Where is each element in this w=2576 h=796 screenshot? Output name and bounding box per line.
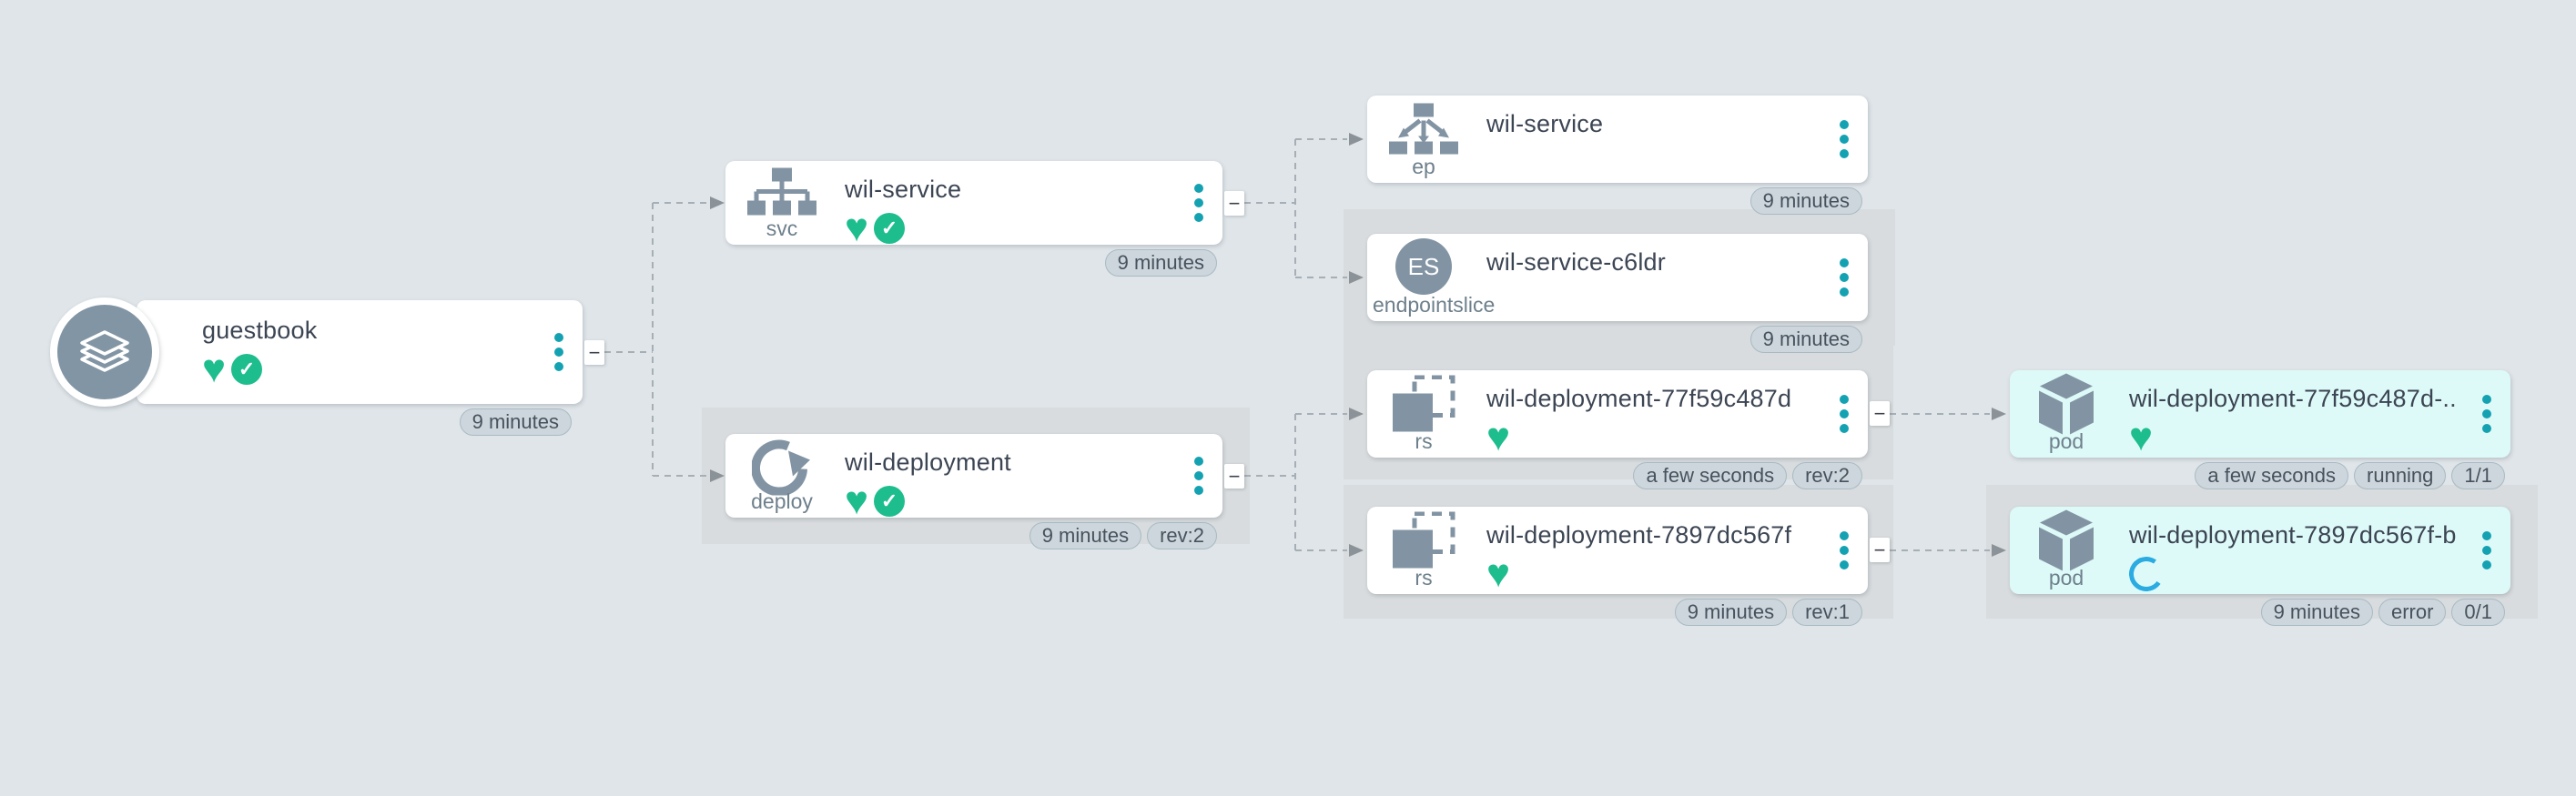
node-menu-button[interactable] — [548, 329, 570, 375]
node-title: wil-deployment-7897dc567f-b... — [2129, 521, 2456, 549]
age-badge: a few seconds — [1633, 462, 1788, 489]
age-badge: 9 minutes — [1104, 249, 1217, 277]
node-kind-label: rs — [1415, 566, 1433, 589]
node-kind-label: pod — [2048, 429, 2084, 453]
application-icon — [50, 297, 159, 407]
node-endpointslice-wil-service-c6ldr[interactable]: ES endpointslice wil-service-c6ldr 9 min… — [1367, 234, 1868, 353]
node-deploy-wil-deployment[interactable]: deploy wil-deployment ♥ ✓ 9 minutes rev:… — [725, 434, 1222, 549]
collapse-button[interactable]: − — [1870, 538, 1890, 562]
node-menu-button[interactable] — [1188, 180, 1210, 226]
node-title: wil-service-c6ldr — [1486, 248, 1666, 276]
collapse-button[interactable]: − — [1224, 464, 1244, 489]
node-kind-label: endpointslice — [1373, 293, 1496, 317]
age-badge: 9 minutes — [2260, 599, 2373, 626]
revision-badge: rev:1 — [1792, 599, 1862, 626]
node-menu-button[interactable] — [1833, 255, 1855, 300]
node-menu-button[interactable] — [1833, 116, 1855, 162]
node-pod-wil-deployment-7897dc567f[interactable]: pod wil-deployment-7897dc567f-b... 9 min… — [2010, 507, 2510, 626]
node-ep-wil-service[interactable]: ep wil-service 9 minutes — [1367, 96, 1868, 215]
replicaset-icon — [1393, 375, 1455, 432]
age-badge: 9 minutes — [1749, 326, 1862, 353]
healthy-heart-icon: ♥ — [845, 206, 869, 250]
node-menu-button[interactable] — [1833, 391, 1855, 437]
age-badge: a few seconds — [2195, 462, 2349, 489]
node-menu-button[interactable] — [2476, 391, 2498, 437]
node-title: wil-deployment-77f59c487d — [1486, 385, 1792, 412]
node-app-guestbook[interactable]: guestbook ♥ ✓ 9 minutes — [137, 300, 583, 436]
node-rs-wil-deployment-7897dc567f[interactable]: rs wil-deployment-7897dc567f ♥ 9 minutes… — [1367, 507, 1868, 626]
node-kind-label: pod — [2048, 566, 2084, 589]
age-badge: 9 minutes — [1029, 522, 1142, 549]
endpointslice-icon: ES — [1395, 238, 1452, 296]
deployment-icon — [751, 439, 810, 497]
node-menu-button[interactable] — [1188, 453, 1210, 499]
pod-icon — [2039, 509, 2094, 571]
node-menu-button[interactable] — [1833, 528, 1855, 573]
ready-badge: 0/1 — [2451, 599, 2505, 626]
collapse-button[interactable]: − — [1870, 401, 1890, 426]
healthy-heart-icon: ♥ — [2129, 415, 2154, 459]
healthy-heart-icon: ♥ — [845, 479, 869, 523]
status-badge: running — [2354, 462, 2447, 489]
revision-badge: rev:2 — [1147, 522, 1217, 549]
node-title: wil-service — [845, 176, 962, 203]
node-title: wil-deployment — [845, 448, 1011, 476]
healthy-heart-icon: ♥ — [202, 347, 227, 391]
node-kind-label: deploy — [751, 489, 813, 513]
replicaset-icon — [1393, 511, 1455, 569]
synced-check-icon: ✓ — [874, 213, 906, 244]
service-icon — [747, 167, 816, 216]
synced-check-icon: ✓ — [874, 486, 906, 517]
age-badge: 9 minutes — [1674, 599, 1788, 626]
node-pod-wil-deployment-77f59c487d[interactable]: pod wil-deployment-77f59c487d-... ♥ a fe… — [2010, 370, 2510, 489]
age-badge: 9 minutes — [1749, 187, 1862, 215]
node-svc-wil-service[interactable]: svc wil-service ♥ ✓ 9 minutes — [725, 161, 1222, 277]
node-title: wil-service — [1486, 110, 1604, 137]
layers-icon — [80, 330, 129, 372]
pod-icon — [2039, 373, 2094, 435]
status-badge: error — [2378, 599, 2447, 626]
healthy-heart-icon: ♥ — [1486, 415, 1511, 459]
node-title: wil-deployment-7897dc567f — [1486, 521, 1792, 549]
healthy-heart-icon: ♥ — [1486, 551, 1511, 596]
node-kind-label: rs — [1415, 429, 1433, 453]
node-menu-button[interactable] — [2476, 528, 2498, 573]
progressing-spinner-icon — [2125, 553, 2167, 595]
ready-badge: 1/1 — [2451, 462, 2505, 489]
node-kind-label: svc — [766, 217, 798, 240]
collapse-button[interactable]: − — [584, 340, 604, 365]
endpoints-icon — [1389, 103, 1458, 155]
synced-check-icon: ✓ — [231, 354, 263, 385]
revision-badge: rev:2 — [1792, 462, 1862, 489]
node-rs-wil-deployment-77f59c487d[interactable]: rs wil-deployment-77f59c487d ♥ a few sec… — [1367, 370, 1868, 489]
node-title: guestbook — [202, 317, 318, 344]
node-title: wil-deployment-77f59c487d-... — [2129, 385, 2456, 412]
node-kind-label: ep — [1412, 155, 1435, 178]
collapse-button[interactable]: − — [1224, 191, 1244, 216]
age-badge: 9 minutes — [459, 408, 572, 436]
